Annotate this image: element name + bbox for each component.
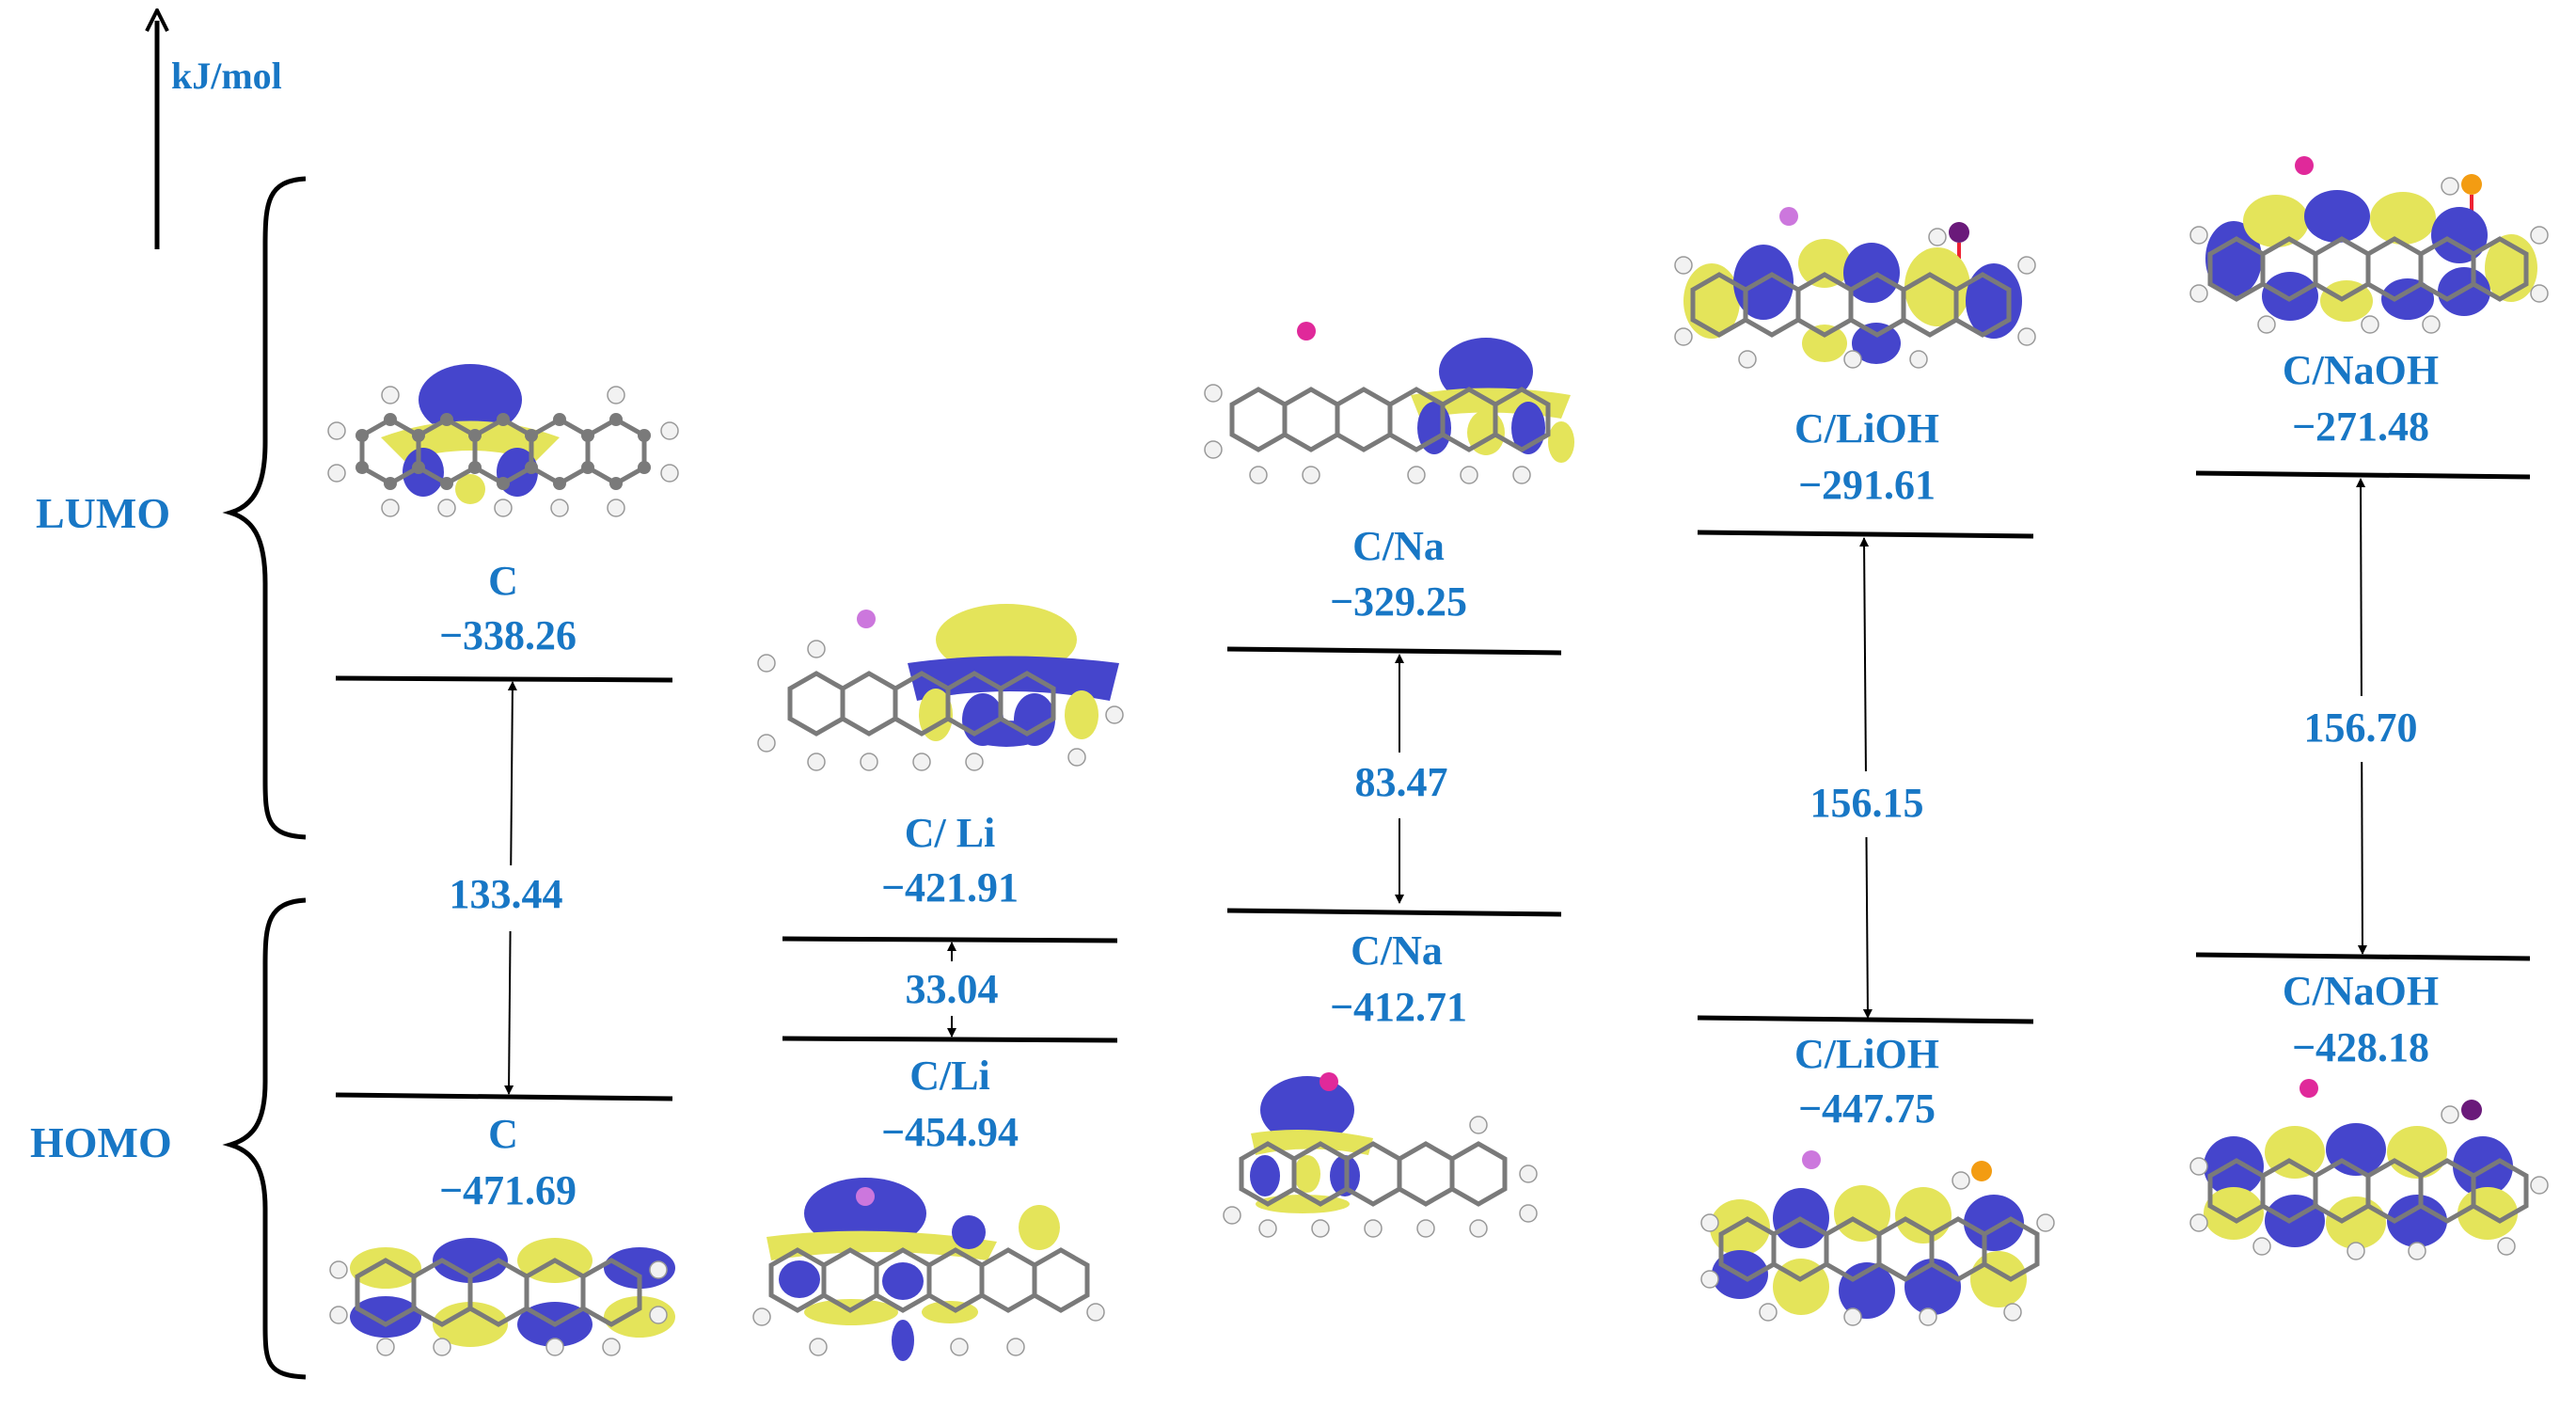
c-lumo-molecule [327, 364, 679, 517]
clioh-gap-label-bg [1773, 771, 1961, 837]
column-c: C −338.26 133.44 C −471.69 [327, 364, 679, 1356]
cnaoh-lumo-energy: −271.48 [2292, 404, 2429, 450]
cnaoh-lumo-name: C/NaOH [2283, 347, 2439, 393]
cnaoh-homo-level [2195, 952, 2531, 961]
c-lumo-name: C [488, 558, 518, 604]
column-cli: C/ Li −421.91 33.04 C/Li −454.94 [752, 604, 1124, 1361]
cnaoh-homo-energy: −428.18 [2292, 1024, 2429, 1070]
cna-lumo-level [1226, 646, 1562, 656]
cnaoh-gap-value: 156.70 [2304, 705, 2418, 751]
clioh-lumo-energy: −291.61 [1798, 462, 1936, 508]
cli-lumo-molecule [757, 604, 1124, 771]
clioh-homo-name: C/LiOH [1794, 1031, 1939, 1077]
cna-lumo-name: C/Na [1352, 523, 1445, 569]
cnaoh-homo-name: C/NaOH [2283, 968, 2439, 1014]
lumo-brace [222, 176, 307, 840]
cna-gap-label-bg [1326, 753, 1477, 818]
cnaoh-gap-label-bg [2267, 696, 2455, 762]
cnaoh-homo-molecule [2189, 1079, 2549, 1260]
cna-homo-energy: −412.71 [1330, 984, 1467, 1030]
clioh-homo-energy: −447.75 [1798, 1085, 1936, 1132]
homo-brace [222, 897, 307, 1380]
clioh-gap-value: 156.15 [1810, 780, 1924, 826]
clioh-lumo-level [1697, 530, 2034, 539]
column-clioh: C/LiOH −291.61 156.15 C/LiOH −447.75 [1674, 207, 2055, 1326]
lumo-label: LUMO [36, 489, 170, 537]
c-homo-level [335, 1092, 673, 1101]
c-gap-value: 133.44 [450, 871, 563, 917]
cli-gap-value: 33.04 [906, 966, 999, 1012]
c-gap-label-bg [423, 865, 593, 931]
column-cna: C/Na −329.25 83.47 C/Na −412.71 [1204, 322, 1574, 1238]
cna-homo-level [1226, 908, 1562, 917]
cna-homo-name: C/Na [1351, 927, 1443, 974]
cli-homo-name: C/Li [909, 1053, 990, 1099]
cna-lumo-molecule [1204, 322, 1574, 484]
homo-label: HOMO [30, 1118, 172, 1166]
c-lumo-level [335, 675, 673, 683]
cli-homo-level [782, 1036, 1118, 1043]
clioh-homo-molecule [1700, 1150, 2055, 1326]
cnaoh-lumo-molecule [2189, 156, 2549, 334]
cna-lumo-energy: −329.25 [1330, 578, 1467, 625]
column-cnaoh: C/NaOH −271.48 156.70 C/NaOH −428.18 [2189, 156, 2549, 1260]
cli-homo-energy: −454.94 [881, 1109, 1019, 1155]
c-homo-molecule [329, 1238, 675, 1356]
c-homo-energy: −471.69 [439, 1167, 577, 1213]
clioh-lumo-molecule [1674, 207, 2036, 369]
clioh-lumo-name: C/LiOH [1794, 405, 1939, 452]
c-homo-name: C [488, 1111, 518, 1157]
cli-lumo-name: C/ Li [905, 810, 996, 856]
clioh-homo-level [1697, 1015, 2034, 1024]
axis-unit-label: kJ/mol [171, 55, 282, 97]
c-lumo-energy: −338.26 [439, 612, 577, 658]
cna-homo-molecule [1223, 1072, 1538, 1238]
cli-gap-label-bg [870, 961, 1030, 1016]
cna-gap-value: 83.47 [1355, 759, 1448, 805]
cnaoh-lumo-level [2195, 470, 2531, 480]
cli-homo-molecule [752, 1178, 1105, 1361]
cli-lumo-energy: −421.91 [881, 864, 1019, 911]
cli-lumo-level [782, 936, 1118, 943]
